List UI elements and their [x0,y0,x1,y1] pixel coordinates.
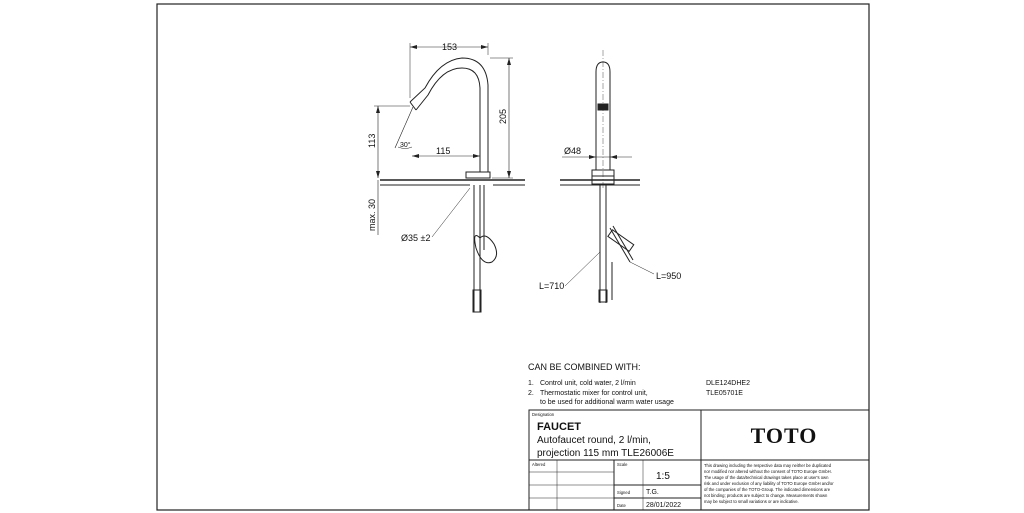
product-title: FAUCET [537,421,581,433]
combined-item-1-text: Control unit, cold water, 2 l/min [540,380,636,387]
disclaimer-line: nor modified nor altered without the con… [704,469,832,474]
faucet-base [465,171,491,179]
dim-height-outlet-label: 113 [367,134,377,148]
combined-item-2-text: Thermostatic mixer for control unit, [540,390,648,397]
combined-item-2-num: 2. [528,390,534,397]
dim-width-label: 153 [442,42,457,52]
scale-label: Scale [617,462,628,467]
side-view [560,50,655,303]
brand-logo: TOTO [751,423,818,448]
dim-projection-label: 115 [436,146,450,156]
disclaimer-line: of the companies of the TOTO-Group. The … [704,487,831,492]
disclaimer-line: not binding; products are subject to cha… [704,493,828,498]
designation-label: Designation [532,412,555,417]
signed-value: T.G. [646,489,659,496]
disclaimer-text: This drawing including the respective da… [704,463,834,504]
dim-max-label: max. 30 [367,199,377,231]
dim-angle-label: 30° [400,141,411,149]
drawing-frame [156,3,870,511]
spout-outlet [409,101,417,111]
combined-item-2-continuation: to be used for additional warm water usa… [540,399,674,406]
combined-heading: CAN BE COMBINED WITH: [528,362,641,372]
side-hose-clamp [607,229,635,253]
hose-loop [474,235,498,264]
disclaimer-line: risk and under exclusion of any liabilit… [704,481,834,486]
dim-diameter-label: Ø48 [564,146,581,156]
front-view [374,43,525,313]
disclaimer-line: The usage of the data/technical drawings… [704,475,829,480]
disclaimer-line: This drawing including the respective da… [704,463,832,468]
product-description-line-1: Autofaucet round, 2 l/min, [537,435,651,446]
combined-item-2-code: TLE05701E [706,390,743,397]
disclaimer-line: may be subject to small variations or ar… [704,499,799,504]
front-view-arrowheads [376,45,511,178]
altered-label: Altered [532,462,546,467]
signed-label: Signed [617,490,631,495]
combined-item-1-code: DLE124DHE2 [706,380,750,387]
side-view-arrowheads [589,155,617,159]
date-label: Date [617,503,627,508]
spout-inner-contour [415,67,481,172]
hose-connector [472,289,482,313]
dim-hole-label: Ø35 ±2 [401,233,430,243]
product-description-line-2: projection 115 mm TLE26006E [537,448,674,459]
date-value: 28/01/2022 [646,502,681,509]
title-block [528,409,870,511]
dim-height-total-label: 205 [498,109,508,124]
hose-length-left-label: L=710 [539,281,564,291]
hose-length-right-label: L=950 [656,271,681,281]
scale-value: 1:5 [656,471,670,482]
spout-outer-contour [409,57,489,172]
combined-item-1-num: 1. [528,380,534,387]
